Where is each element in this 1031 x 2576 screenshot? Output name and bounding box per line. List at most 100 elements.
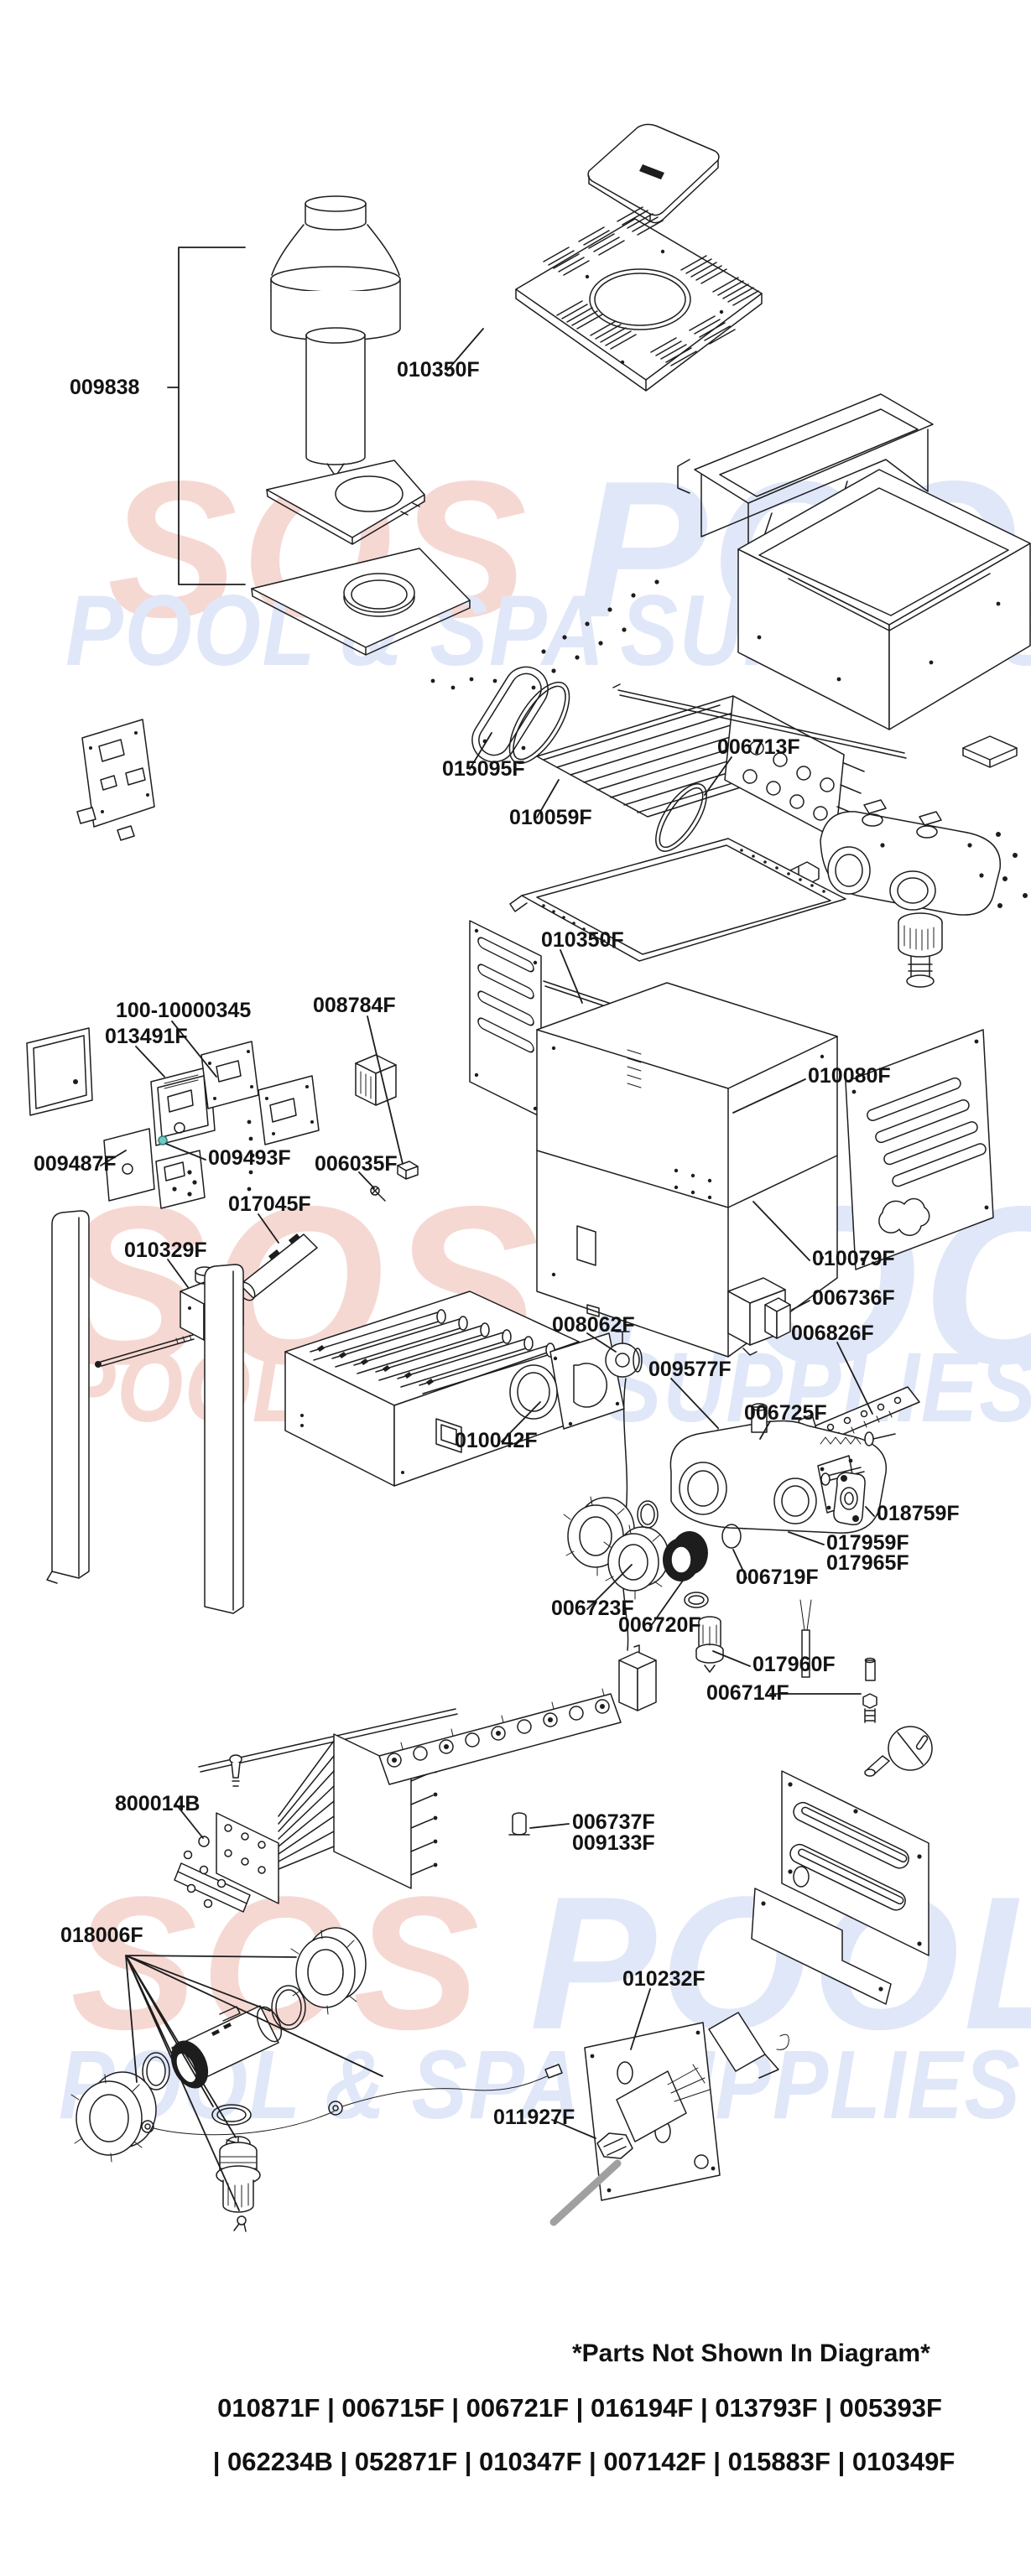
part-label: 017965F: [826, 1551, 909, 1575]
flue-collar-plate: [251, 548, 471, 656]
part-label: 009487F: [34, 1152, 117, 1176]
bleed-screw: [233, 2215, 247, 2232]
baffle-tray: [509, 838, 846, 962]
o-ring-small: [211, 2104, 252, 2126]
part-label: 009577F: [648, 1358, 732, 1381]
union-nut-2: [603, 1524, 669, 1600]
control-bezel: [150, 1066, 216, 1146]
water-header: [669, 1403, 887, 1549]
part-label: 006725F: [744, 1401, 827, 1425]
thermistor-probe: [799, 1599, 812, 1678]
washer-800014B: [198, 1836, 210, 1847]
bonding-wire: [141, 2064, 563, 2136]
teal-grommet: [158, 1135, 168, 1145]
part-label: 018006F: [60, 1924, 143, 1947]
ground-screw: [370, 1186, 386, 1202]
part-label: 017959F: [826, 1531, 909, 1555]
flue-bracket-line: [178, 247, 246, 585]
temperature-gauge: [864, 1726, 933, 1777]
hx-rod: [612, 683, 907, 759]
part-label: 015095F: [442, 757, 525, 781]
right-louver-panel: [845, 1029, 994, 1270]
part-label: 010232F: [622, 1967, 706, 1991]
dark-coupling: [663, 1531, 708, 1581]
frame-post-left: [46, 1210, 90, 1584]
screw-scatter-right: [996, 832, 1028, 908]
part-label: 006720F: [618, 1613, 701, 1637]
screw-column: [247, 1119, 255, 1192]
parts-not-shown-note: *Parts Not Shown In Diagram*: [572, 2340, 930, 2367]
membrane-keypad: [155, 1150, 206, 1209]
o-ring-a: [637, 1500, 659, 1529]
flame-sensor: [708, 2012, 789, 2079]
rear-hx-panel: [781, 1770, 929, 1956]
part-label: 017045F: [228, 1192, 311, 1216]
bypass-valve-flange: [833, 1472, 866, 1526]
part-label: 011927F: [493, 2106, 575, 2129]
damper-flapper: [605, 1331, 643, 1651]
control-board: [258, 1075, 320, 1145]
part-label: 009133F: [572, 1831, 655, 1855]
control-pcb: [76, 719, 155, 841]
part-label: 009493F: [208, 1146, 291, 1170]
hx-tube-bundle: [430, 677, 865, 839]
part-label: 010059F: [509, 806, 592, 829]
o-ring-b: [684, 1592, 709, 1608]
skirt-bracket: [751, 1888, 892, 2005]
support-channel: [174, 1850, 251, 1913]
part-label: 006826F: [791, 1322, 874, 1345]
part-label: 010042F: [455, 1429, 538, 1452]
part-label: 008062F: [552, 1313, 635, 1337]
part-label: 006723F: [551, 1597, 634, 1620]
o-ring-right: [271, 1985, 306, 2030]
part-label: 008784F: [313, 994, 396, 1017]
door-insert-panel: [103, 1128, 155, 1202]
part-labels: 009838 010350F 015095F 010059F 006713F 0…: [34, 358, 960, 2129]
relay: [764, 1297, 791, 1339]
tie-rod: [95, 1334, 195, 1368]
electrode-rod: [549, 2159, 622, 2226]
hx-gasket-left: [508, 681, 570, 765]
flue-vent-cap: [270, 195, 401, 477]
union-nut-left: [70, 2071, 157, 2163]
part-label: 100-10000345: [116, 999, 251, 1022]
part-label: 010329F: [124, 1239, 207, 1262]
part-label: 018759F: [877, 1502, 960, 1525]
inlet-outlet-header: [820, 799, 1001, 916]
part-label: 010079F: [812, 1247, 895, 1270]
part-label: 010350F: [397, 358, 480, 382]
part-label: 800014B: [115, 1792, 200, 1815]
part-label: 013491F: [105, 1025, 188, 1048]
pressure-switch: [618, 1644, 657, 1711]
flue-top-plate: [266, 460, 425, 545]
drain-valve-small: [508, 1812, 530, 1836]
vented-top-panel: [515, 206, 763, 392]
hx-gasket-right: [655, 783, 707, 852]
part-label: 009838: [70, 376, 140, 399]
burner-box-weldment: [737, 469, 1031, 730]
part-label: 006719F: [736, 1566, 819, 1589]
screw-scatter: [541, 579, 659, 673]
flare-fitting: [862, 1693, 877, 1723]
top-lid: [587, 123, 720, 224]
part-label: 006737F: [572, 1810, 655, 1834]
part-label: 006713F: [717, 735, 800, 759]
rear-louver-panel: [469, 920, 542, 1118]
part-label: 006736F: [812, 1286, 895, 1310]
cabinet-shell: [536, 982, 838, 1358]
frame-post-right: [204, 1264, 244, 1614]
transformer: [355, 1054, 397, 1106]
brand-logo-mark: [639, 164, 664, 179]
parts-not-shown-row1: 010871F | 006715F | 006721F | 016194F | …: [217, 2393, 942, 2423]
thermostat-well-cap: [695, 1616, 724, 1673]
port-o-ring: [721, 1524, 742, 1549]
fitting-kit-leader-fan: [125, 1955, 383, 2211]
access-door: [26, 1027, 93, 1116]
o-ring-mid: [142, 2052, 170, 2090]
part-label: 006035F: [315, 1152, 398, 1176]
sensor-cylinder: [864, 1657, 876, 1681]
display-board: [200, 1041, 259, 1109]
part-label: 006714F: [706, 1681, 789, 1705]
